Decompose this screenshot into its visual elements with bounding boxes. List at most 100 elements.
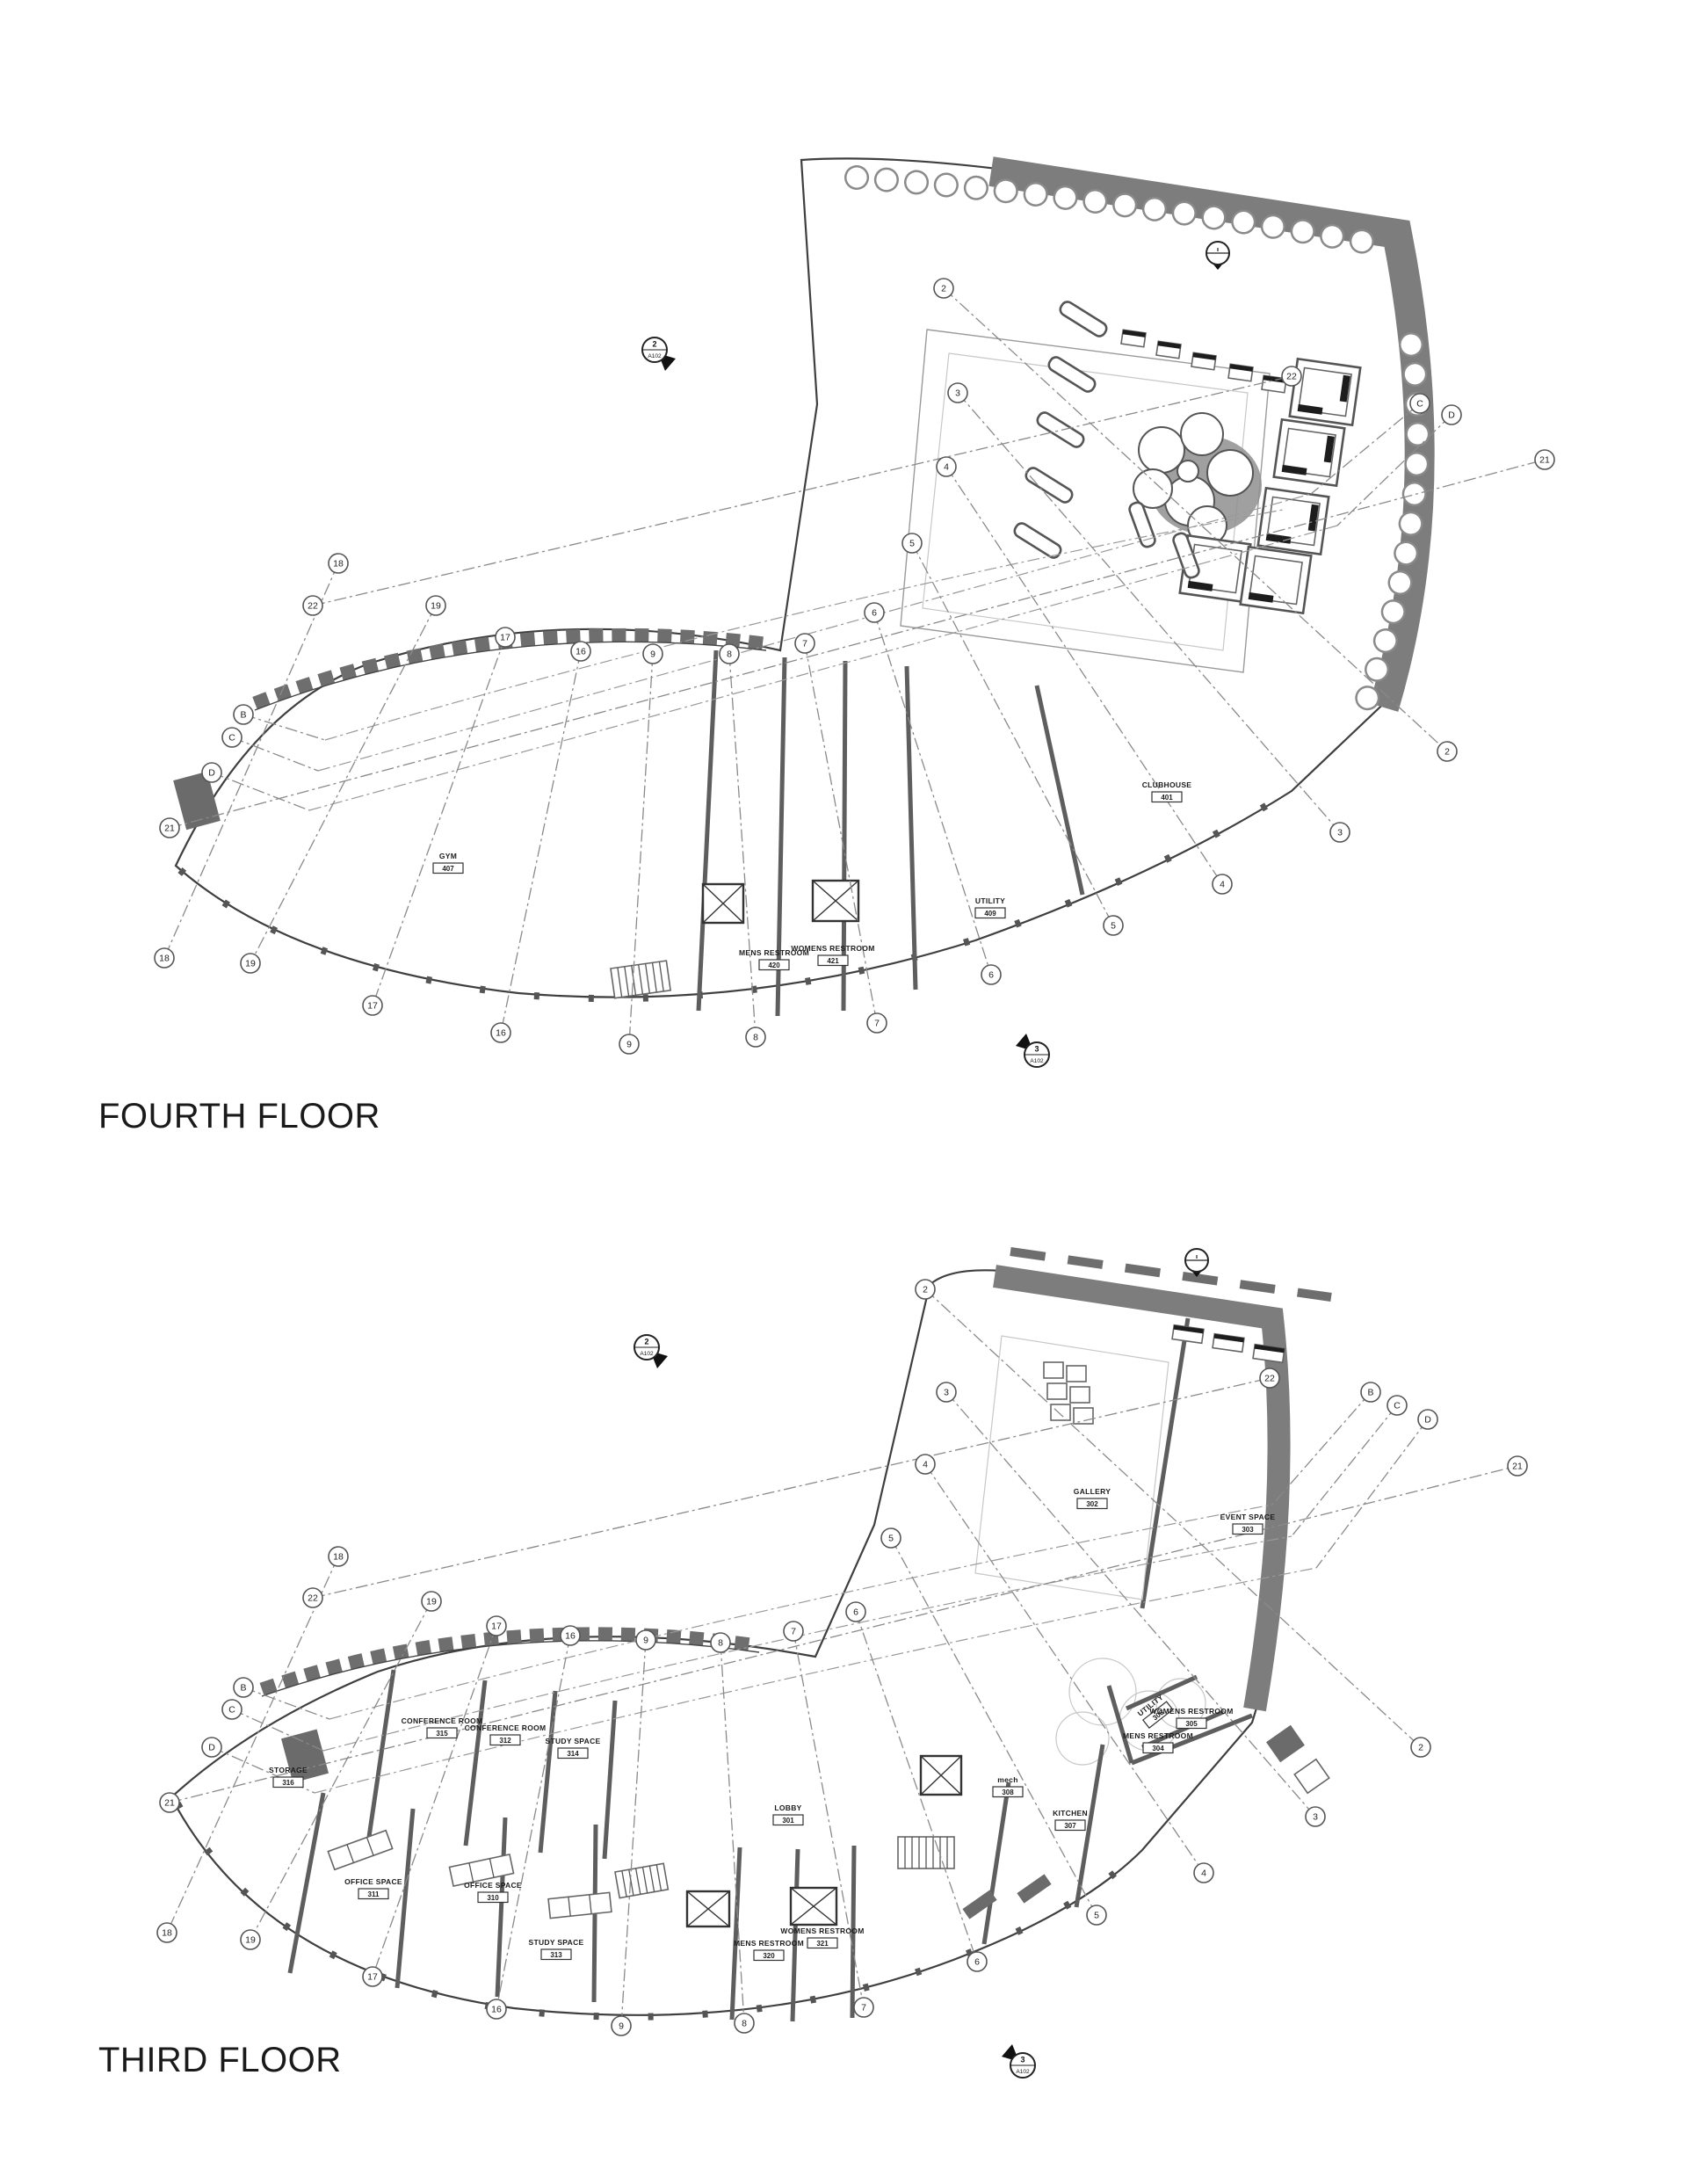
grid-bubble: 3 [947, 382, 968, 403]
svg-text:2: 2 [652, 340, 656, 349]
grid-bubble: 8 [719, 643, 740, 664]
grid-bubble: C [1409, 393, 1430, 414]
grid-line-4 [924, 1463, 1205, 1874]
grid-bubble: D [1441, 404, 1462, 425]
storage-block [280, 1729, 329, 1783]
grid-bubble: 22 [302, 1587, 323, 1608]
elevator-core [701, 879, 860, 925]
svg-text:STORAGE: STORAGE [269, 1766, 308, 1774]
terrace-planters [1013, 301, 1200, 579]
svg-text:7: 7 [874, 1019, 880, 1029]
svg-text:6: 6 [988, 970, 994, 981]
grid-bubble: 2 [1410, 1737, 1431, 1758]
grid-bubble: 21 [1534, 449, 1555, 470]
grid-line-3 [945, 1391, 1316, 1818]
grid-line-21 [169, 1465, 1518, 1803]
svg-text:6: 6 [853, 1607, 858, 1618]
grid-line-9 [628, 653, 654, 1045]
interior-walls [696, 649, 1085, 1017]
shrub-border-right-fill [1357, 334, 1428, 709]
grid-line-16 [496, 1635, 571, 2010]
stair-a [897, 1836, 955, 1869]
svg-text:3: 3 [1337, 828, 1343, 838]
svg-text:B: B [240, 1683, 246, 1694]
leader-D [1336, 414, 1452, 526]
grid-line-19 [250, 605, 437, 964]
svg-text:5: 5 [1111, 921, 1116, 932]
grid-bubble: 2 [915, 1279, 936, 1300]
svg-text:313: 313 [550, 1951, 562, 1959]
leader-D [1315, 1419, 1429, 1569]
grid-line-8 [728, 653, 757, 1038]
svg-text:C: C [1394, 1401, 1401, 1411]
grid-bubble: C [221, 1699, 243, 1720]
restroom-corner-walls [1106, 1674, 1253, 1766]
svg-text:307: 307 [1064, 1822, 1076, 1830]
svg-text:16: 16 [565, 1631, 576, 1642]
elevator-core [685, 1754, 963, 1928]
grid-bubble: 22 [1281, 366, 1302, 387]
north-marker [1184, 1248, 1209, 1277]
grid-bubble: 4 [915, 1454, 936, 1475]
building-shell-fourth [173, 156, 1435, 1017]
svg-text:WOMENS RESTROOM: WOMENS RESTROOM [780, 1926, 864, 1935]
svg-text:4: 4 [1201, 1868, 1206, 1879]
stair [610, 960, 672, 999]
svg-text:301: 301 [782, 1817, 794, 1825]
svg-text:302: 302 [1086, 1500, 1098, 1508]
svg-text:CLUBHOUSE: CLUBHOUSE [1142, 780, 1192, 789]
fourth-floor-title: FOURTH FLOOR [98, 1097, 380, 1136]
annotations-fourth: 1818222219191717161699887766554433222121… [154, 241, 1555, 1068]
svg-text:19: 19 [431, 601, 441, 612]
svg-text:D: D [1448, 410, 1455, 421]
grid-bubble: C [221, 727, 243, 748]
svg-text:311: 311 [368, 1890, 380, 1898]
grid-bubble: B [233, 704, 254, 725]
grid-bubble: 19 [240, 1929, 261, 1950]
courtyard-outline [900, 329, 1271, 673]
svg-text:STUDY SPACE: STUDY SPACE [546, 1737, 601, 1745]
svg-text:19: 19 [426, 1597, 437, 1607]
grid-line-4 [945, 466, 1223, 885]
svg-text:22: 22 [1286, 372, 1297, 382]
office-desks [327, 1829, 612, 1919]
svg-text:B: B [240, 710, 246, 721]
svg-text:4: 4 [923, 1460, 928, 1470]
grid-bubble: 18 [156, 1922, 177, 1943]
third-floor-title: THIRD FLOOR [98, 2041, 342, 2079]
grid-bubble: 17 [486, 1615, 507, 1636]
svg-text:STUDY SPACE: STUDY SPACE [529, 1938, 584, 1947]
grid-bubble: D [201, 762, 222, 783]
tree-cluster [1133, 412, 1262, 546]
grid-bubble: 8 [734, 2013, 755, 2034]
shrub-border-top-fill [846, 167, 1379, 253]
svg-text:19: 19 [245, 1935, 256, 1946]
grid-bubble: 21 [159, 1792, 180, 1813]
grid-line-5 [911, 542, 1114, 926]
grid-bubble: 16 [490, 1022, 511, 1043]
svg-text:3: 3 [1020, 2056, 1025, 2064]
grid-line-18 [163, 562, 339, 959]
svg-text:3: 3 [955, 388, 960, 399]
grid-bubble: 17 [362, 1966, 383, 1987]
grid-bubble: 6 [864, 602, 885, 623]
svg-text:MENS RESTROOM: MENS RESTROOM [739, 948, 809, 957]
svg-text:7: 7 [861, 2003, 866, 2013]
grid-line-16 [500, 650, 582, 1034]
grid-bubble: 7 [783, 1621, 804, 1642]
svg-text:9: 9 [626, 1040, 632, 1050]
svg-text:21: 21 [164, 824, 175, 834]
grid-bubble: 17 [495, 627, 516, 648]
grid-bubble: 2 [1437, 741, 1458, 762]
leader-C [1310, 403, 1421, 495]
svg-text:OFFICE SPACE: OFFICE SPACE [344, 1877, 402, 1886]
svg-text:18: 18 [162, 1928, 172, 1939]
third-floor-plan: 1818222219191717161699887766554433222121… [156, 1247, 1528, 2079]
